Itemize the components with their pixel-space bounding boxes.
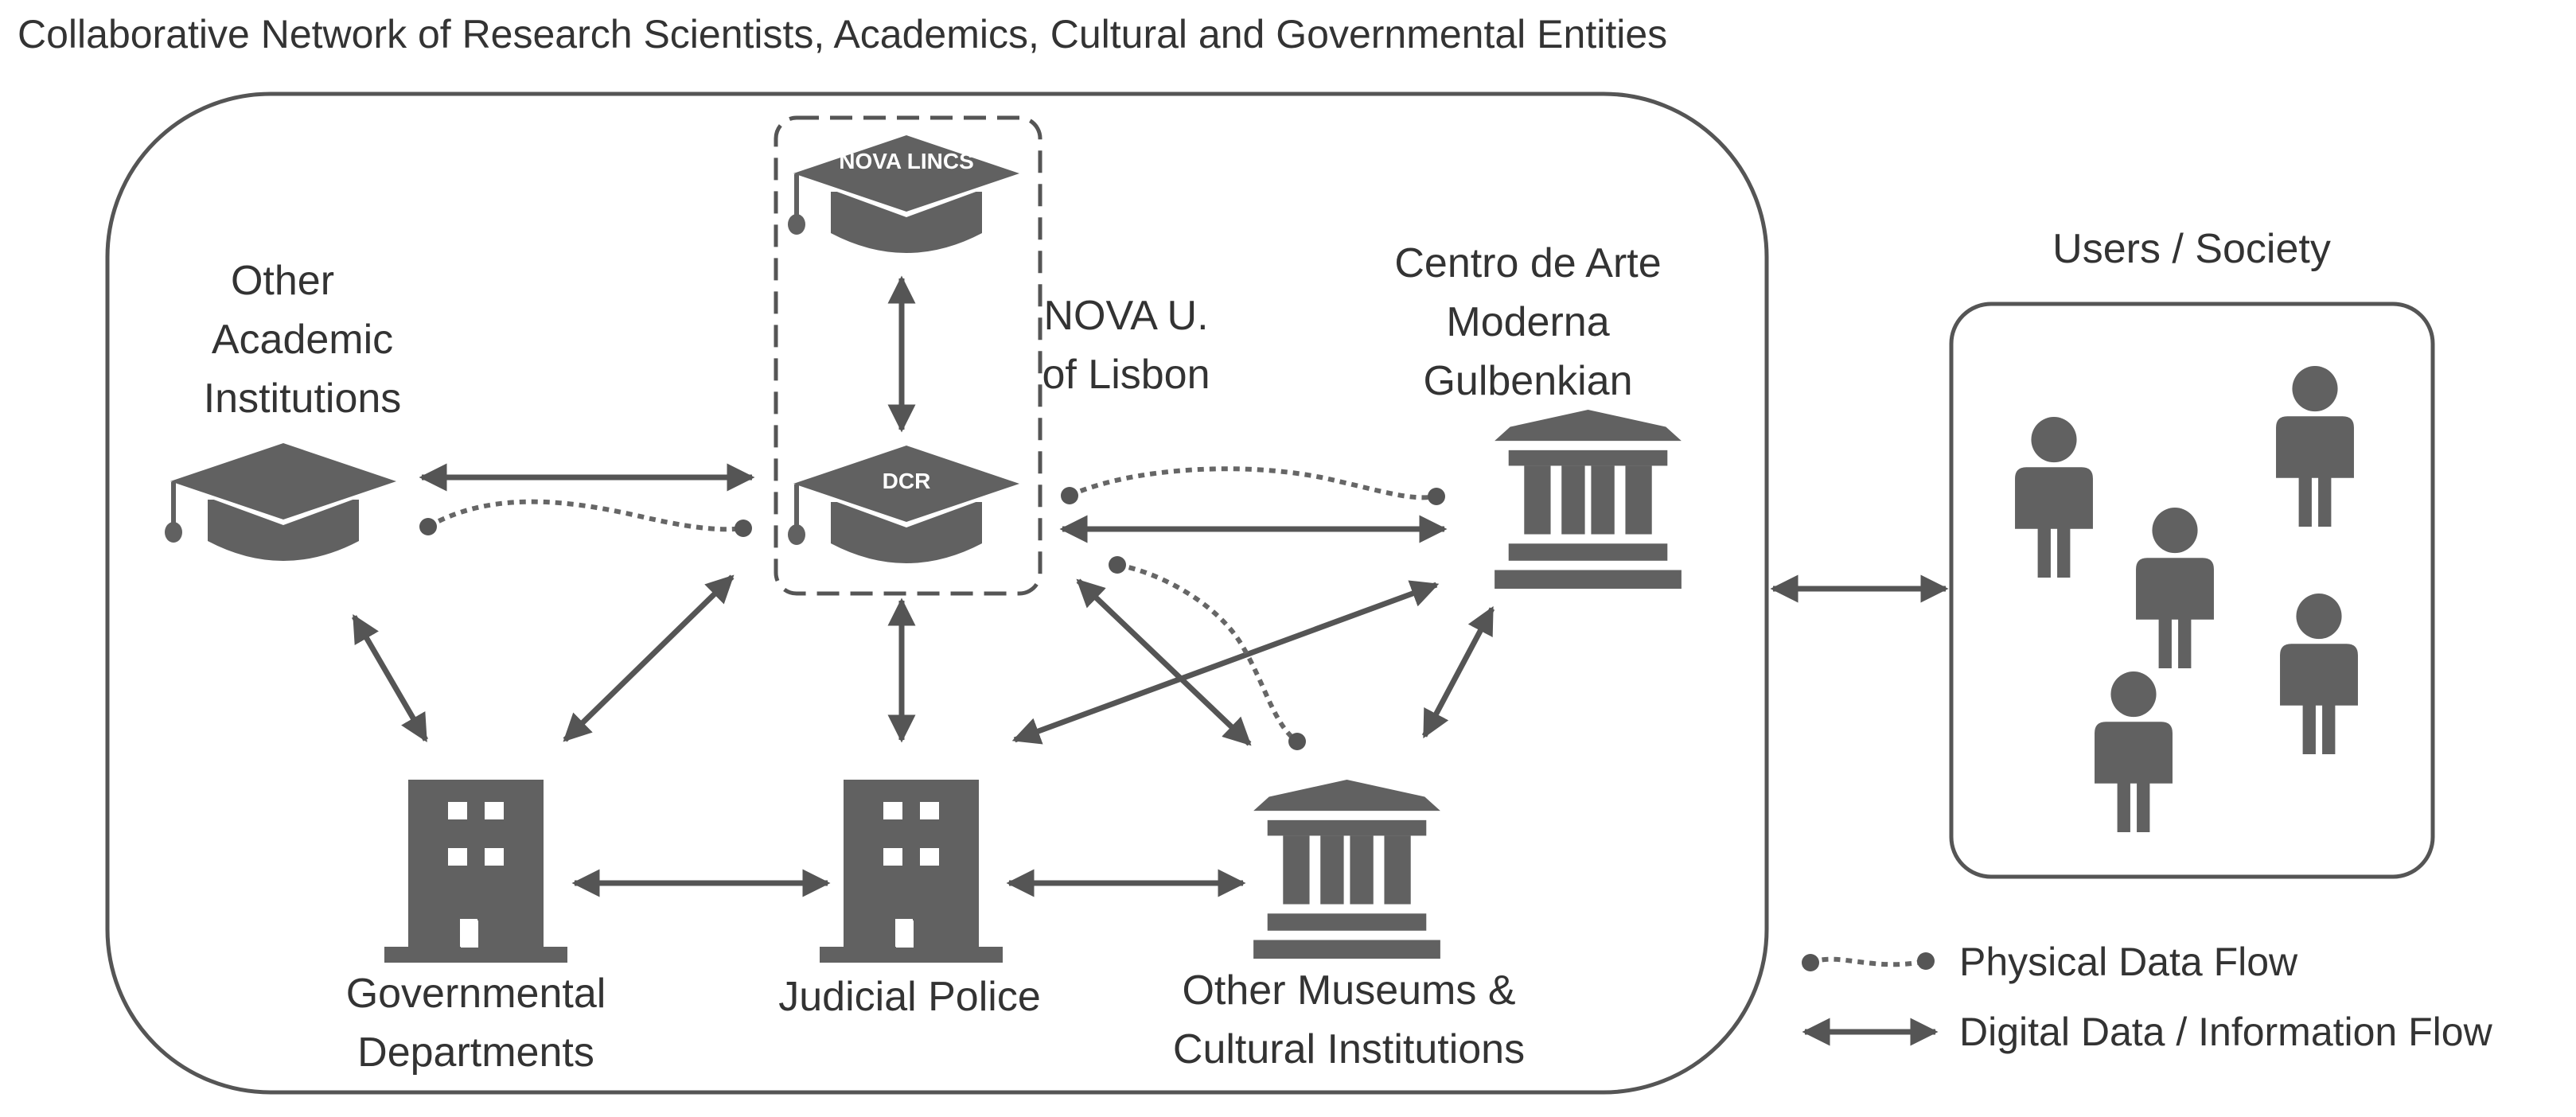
arrow-cam-police (1011, 580, 1440, 745)
users-society-node: Users / Society (1949, 226, 2435, 879)
nova-u-label-line1: NOVA U. (1043, 293, 1208, 339)
building-icon (820, 780, 1003, 963)
users-society-frame (1949, 302, 2435, 879)
legend-digital-label: Digital Data / Information Flow (1959, 1010, 2493, 1054)
arrow-dcr-gov (563, 574, 735, 742)
person-icon (2280, 594, 2358, 754)
physical-flow-endpoint (735, 520, 752, 537)
other-academic-node: Other Academic Institutions (164, 258, 403, 561)
nova-lincs-node: NOVA LINCS (787, 130, 1026, 253)
governmental-departments-node: Governmental Departments (346, 780, 606, 1076)
dcr-node: DCR (787, 440, 1026, 563)
legend: Physical Data Flow Digital Data / Inform… (1802, 940, 2493, 1054)
legend-physical-swatch (1809, 956, 1927, 967)
gov-label-line1: Governmental (346, 971, 606, 1017)
gov-label-line2: Departments (357, 1029, 594, 1076)
nova-u-label-line2: of Lisbon (1042, 352, 1210, 398)
building-icon (384, 780, 567, 963)
physical-flow-lines (419, 466, 1445, 750)
cam-label-line2: Moderna (1446, 299, 1609, 345)
person-icon (2276, 366, 2354, 527)
person-icon (2015, 417, 2093, 578)
cam-gulbenkian-node: Centro de Arte Moderna Gulbenkian (1394, 240, 1682, 589)
dcr-label: DCR (883, 469, 931, 493)
cam-label-line1: Centro de Arte (1394, 240, 1661, 286)
diagram-title: Collaborative Network of Research Scient… (18, 12, 1667, 56)
physical-academic-dcr (427, 499, 744, 532)
arrow-academic-gov (351, 613, 429, 743)
judicial-police-node: Judicial Police (778, 780, 1041, 1020)
physical-flow-endpoint (419, 518, 437, 535)
nova-lincs-label: NOVA LINCS (839, 149, 974, 173)
person-icon (2136, 508, 2214, 668)
police-label: Judicial Police (778, 974, 1041, 1020)
other-academic-label-line2: Academic (212, 317, 393, 363)
museum-icon (1495, 410, 1682, 589)
other-museums-node: Other Museums & Cultural Institutions (1173, 780, 1525, 1072)
cam-label-line3: Gulbenkian (1423, 358, 1632, 404)
network-frame (105, 91, 1769, 1095)
arrow-cam-museums (1421, 605, 1495, 739)
nova-u-group-frame (774, 115, 1042, 596)
physical-dcr-museums (1117, 562, 1299, 744)
legend-physical-label: Physical Data Flow (1959, 940, 2298, 984)
graduation-cap-icon (164, 438, 403, 561)
physical-flow-endpoint (1288, 733, 1306, 750)
other-academic-label-line3: Institutions (204, 376, 402, 422)
graduation-cap-icon (787, 440, 1026, 563)
physical-flow-endpoint (1428, 488, 1445, 505)
person-icon (2095, 671, 2173, 832)
users-society-label: Users / Society (2052, 226, 2331, 272)
legend-physical-endpoint (1802, 954, 1819, 971)
museums-label-line1: Other Museums & (1182, 967, 1515, 1014)
museums-label-line2: Cultural Institutions (1173, 1026, 1525, 1072)
physical-dcr-cam (1068, 466, 1437, 500)
museum-icon (1253, 780, 1440, 959)
digital-flow-arrows (351, 275, 1949, 897)
physical-flow-endpoint (1061, 487, 1078, 504)
other-academic-label-line1: Other (231, 258, 334, 304)
legend-physical-endpoint (1917, 952, 1935, 970)
physical-flow-endpoint (1109, 556, 1126, 574)
